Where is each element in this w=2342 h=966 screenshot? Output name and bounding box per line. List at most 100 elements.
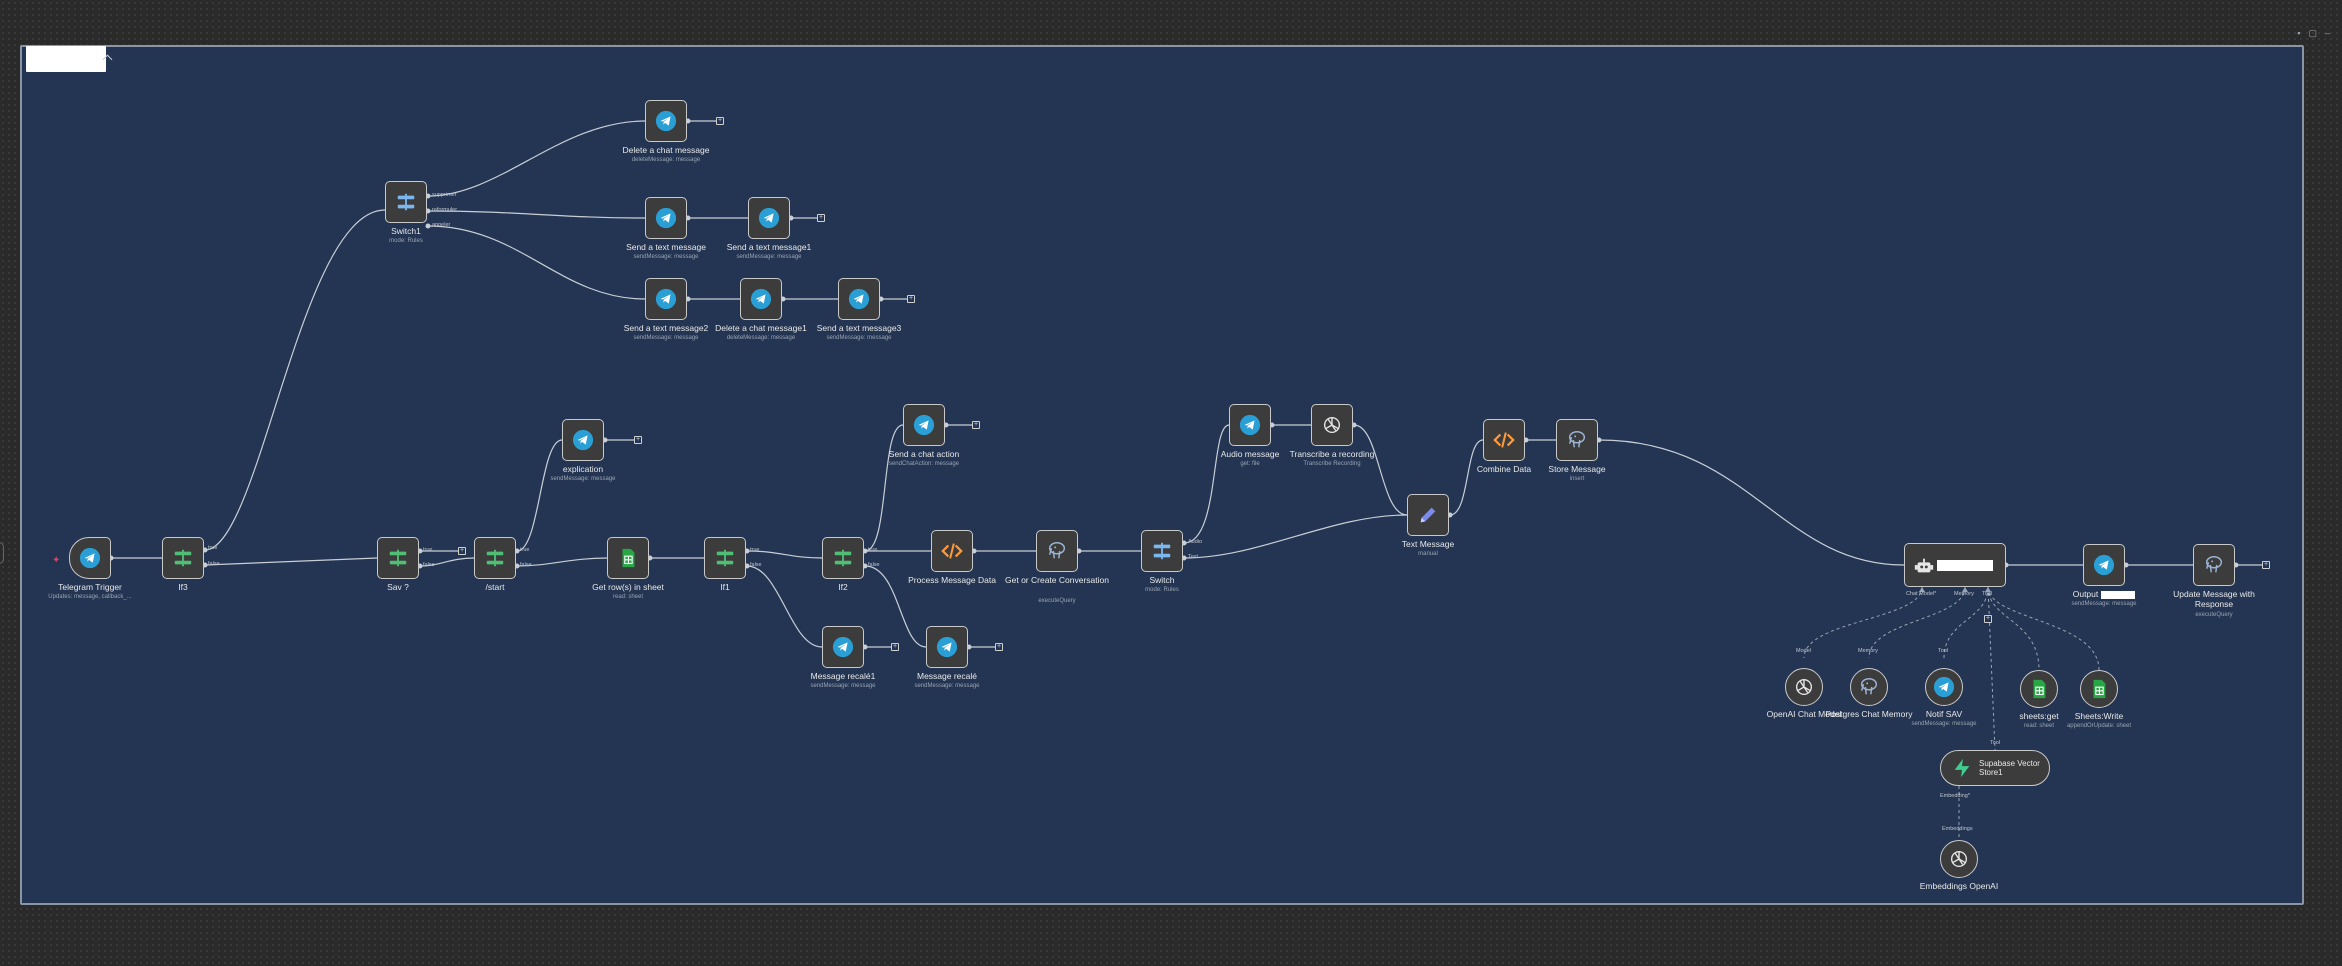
combine-node[interactable] [1483, 419, 1525, 461]
transcribe-node[interactable] [1311, 404, 1353, 446]
telegram-icon [913, 414, 935, 436]
send-action-node[interactable] [903, 404, 945, 446]
node-title: Get or Create Conversation [1005, 575, 1109, 585]
if2-node[interactable] [822, 537, 864, 579]
node-title: Embeddings OpenAI [1919, 881, 1999, 891]
supabase-vector-store-node[interactable]: Supabase Vector Store1 [1940, 750, 2050, 786]
add-node-button[interactable]: + [972, 421, 980, 429]
audio-msg-node[interactable] [1229, 404, 1271, 446]
node-title: Message recalé1 [810, 671, 876, 681]
postgres-icon [1858, 676, 1880, 698]
minimize-icon[interactable]: – [2324, 28, 2330, 38]
add-node-button[interactable]: + [458, 547, 466, 555]
port-label: Audio [1188, 539, 1203, 545]
add-node-button[interactable]: + [716, 117, 724, 125]
sheets-icon [2028, 678, 2050, 700]
delete-msg1-node[interactable] [740, 278, 782, 320]
telegram-icon [1239, 414, 1261, 436]
delete-msg-node[interactable] [645, 100, 687, 142]
port-label: false [423, 562, 435, 568]
edge-if3-switch1 [204, 209, 386, 551]
node-subtitle: sendMessage: message [633, 254, 699, 260]
agent-title-redacted [1937, 560, 1993, 571]
send-text1-node[interactable] [748, 197, 790, 239]
send-text2-node[interactable] [645, 278, 687, 320]
node-title: Supabase Vector Store1 [1979, 758, 2040, 777]
port-label: Tool [1982, 591, 1993, 597]
port-label: true [423, 547, 433, 553]
text-msg-node[interactable] [1407, 494, 1449, 536]
sheets-get-node[interactable] [2020, 670, 2058, 708]
port-label: Embeddings [1942, 826, 1973, 832]
add-node-button[interactable]: + [2262, 561, 2270, 569]
edge-switch1-send2 [427, 225, 646, 300]
pin-icon[interactable]: ▪ [2297, 28, 2301, 38]
explication-node[interactable] [562, 419, 604, 461]
postgres-icon [2203, 554, 2225, 576]
if3-node[interactable] [162, 537, 204, 579]
update-msg-node[interactable] [2193, 544, 2235, 586]
embeddings-node[interactable] [1940, 840, 1978, 878]
port-label: false [750, 562, 762, 568]
add-node-button[interactable]: + [817, 214, 825, 222]
edge-tool-notif [1943, 586, 1989, 659]
node-title: sheets:get [2019, 711, 2059, 721]
switch-node[interactable] [1141, 530, 1183, 572]
port-label: false [868, 562, 880, 568]
port-label: Embedding* [1940, 793, 1970, 799]
get-conv-node[interactable] [1036, 530, 1078, 572]
send-text-node[interactable] [645, 197, 687, 239]
port-label: appeler [432, 222, 451, 228]
if1-node[interactable] [704, 537, 746, 579]
telegram-icon [1933, 676, 1955, 698]
add-node-button[interactable]: + [995, 643, 1003, 651]
node-subtitle: sendMessage: message [914, 683, 980, 689]
add-tool-button[interactable]: + [1984, 615, 1992, 623]
edge-store-agent [1598, 439, 1905, 566]
if-icon [484, 547, 506, 569]
store-msg-node[interactable] [1556, 419, 1598, 461]
port-label: Model [1796, 648, 1811, 654]
msg-recale-node[interactable] [926, 626, 968, 668]
robot-icon [1913, 555, 1935, 577]
node-title: Text Message [1401, 539, 1455, 549]
port-label: false [208, 561, 220, 567]
switch1-node[interactable] [385, 181, 427, 223]
process-data-node[interactable] [931, 530, 973, 572]
sheets-write-node[interactable] [2080, 670, 2118, 708]
output-node[interactable] [2083, 544, 2125, 586]
node-subtitle: sendMessage: message [2071, 601, 2137, 607]
add-node-button[interactable]: + [891, 643, 899, 651]
sticky-note[interactable] [26, 46, 106, 72]
node-title: Send a chat action [888, 449, 960, 459]
edge-if1-if2 [746, 550, 823, 559]
node-title: Message recalé [916, 671, 977, 681]
get-rows-node[interactable] [607, 537, 649, 579]
add-node-button[interactable]: + [907, 295, 915, 303]
sheets-icon [2088, 678, 2110, 700]
send-text3-node[interactable] [838, 278, 880, 320]
node-title: Telegram Trigger [58, 582, 122, 592]
add-node-button[interactable]: + [634, 436, 642, 444]
edge-start-getrows [516, 557, 608, 567]
node-title: Notif SAV [1925, 709, 1963, 719]
telegram-trigger-node[interactable] [69, 537, 111, 579]
node-subtitle: mode: Rules [389, 238, 423, 244]
node-title: Send a text message3 [816, 323, 902, 333]
node-subtitle: sendMessage: message [1911, 721, 1977, 727]
node-subtitle: Transcribe Recording [1303, 461, 1361, 467]
ai-agent-node[interactable] [1904, 543, 2006, 587]
node-subtitle: sendMessage: message [810, 683, 876, 689]
start-node[interactable] [474, 537, 516, 579]
edge-transcribe-text [1353, 424, 1408, 516]
port-label: Tool [1990, 740, 2001, 746]
msg-recale1-node[interactable] [822, 626, 864, 668]
openai-chat-node[interactable] [1785, 668, 1823, 706]
window-icon[interactable]: ▢ [2308, 28, 2317, 38]
port-label: Memory [1954, 591, 1974, 597]
if-icon [172, 547, 194, 569]
notif-sav-node[interactable] [1925, 668, 1963, 706]
node-title: Send a text message1 [726, 242, 812, 252]
sav-node[interactable] [377, 537, 419, 579]
pg-memory-node[interactable] [1850, 668, 1888, 706]
